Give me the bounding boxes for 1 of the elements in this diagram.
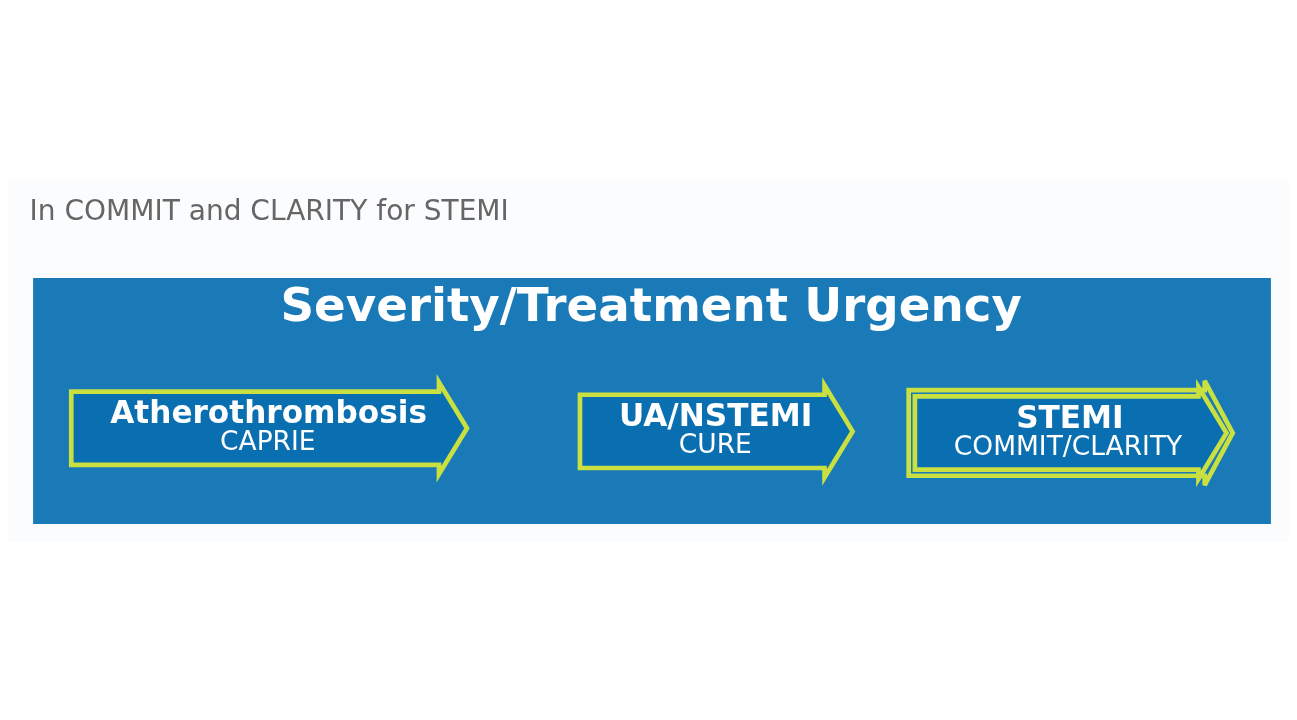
label: In COMMIT and CLARITY for STEMI xyxy=(29,193,509,227)
